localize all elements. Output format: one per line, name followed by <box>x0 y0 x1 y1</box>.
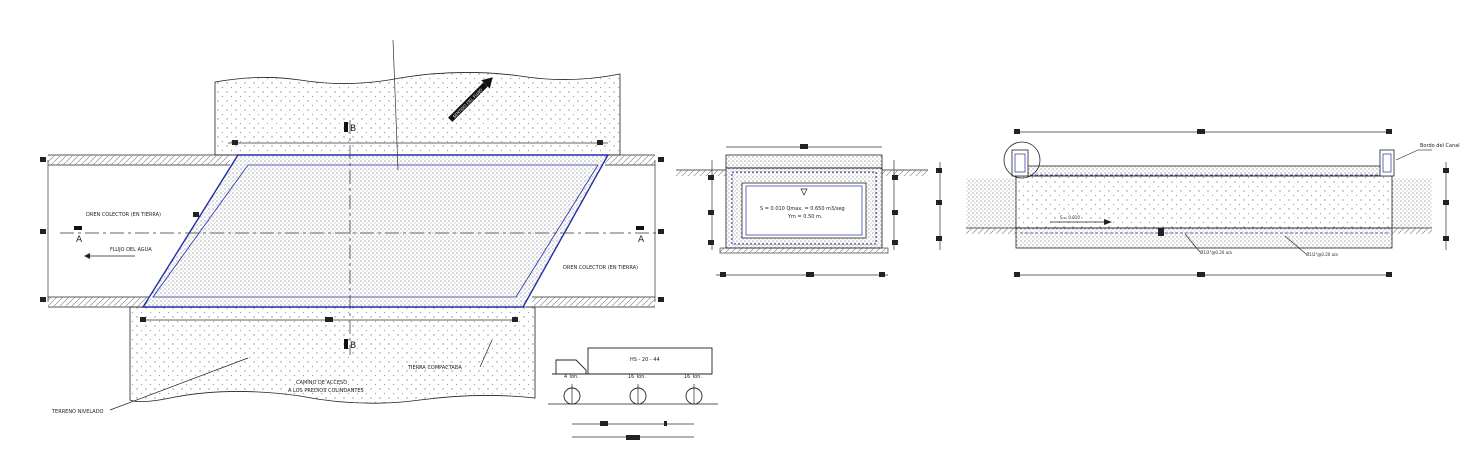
deck-slab <box>1015 165 1393 177</box>
canal-left <box>48 154 238 308</box>
curb-right <box>1379 149 1395 177</box>
road-bottom-fill <box>129 306 536 404</box>
dren-left-label: DREN COLECTOR (EN TIERRA) <box>86 212 161 218</box>
flow-arrow <box>84 253 135 259</box>
slope-label: S = 0.010 <box>1060 215 1080 220</box>
tierra-label: TIERRA COMPACTADA <box>407 365 463 371</box>
dim-ticks-plan <box>40 140 664 322</box>
terreno-label: TERRENO NIVELADO <box>51 409 104 415</box>
section-mark-b-top: B <box>350 124 356 134</box>
bottom-slab <box>1015 227 1393 249</box>
camino-label-1: CAMINO DE ACCESO <box>296 380 347 386</box>
flow-label: FLUJO DEL AGUA <box>110 247 152 253</box>
box-body <box>1015 175 1393 229</box>
formula-line-2: Ym = 0.50 m. <box>787 214 823 220</box>
truck-load-diagram: HS - 20 - 44 4 Ton. 16 Ton. 16 Ton. <box>548 347 718 440</box>
culvert-inner <box>152 164 599 298</box>
slab-top <box>725 154 883 169</box>
plan-view: B B A A SENTIDO DEL FLUJO DREN COLECTOR … <box>40 39 664 415</box>
section-mark-a-left: A <box>76 235 83 245</box>
axle-1-label: 4 Ton. <box>564 374 579 380</box>
culvert-slab <box>141 154 610 308</box>
truck-cab <box>555 359 587 374</box>
camino-label-2: A LOS PREDIOS COLINDANTES <box>288 388 364 394</box>
rebar-label-1: Ø1/2"@0.20 a/a <box>1200 250 1232 255</box>
canal-right <box>527 154 655 308</box>
section-b-view: S = 0.010 Bordo del Canal Ø1/2"@0.20 a/a… <box>936 129 1460 277</box>
section-mark-b-bottom: B <box>350 341 356 351</box>
axle-2-label: 16 Ton. <box>628 374 646 380</box>
detail-circle <box>1003 141 1041 179</box>
road-top-fill <box>214 72 621 156</box>
section-mark-a-right: A <box>638 235 645 245</box>
box-opening <box>741 182 867 239</box>
formula-line-1: S = 0.010 Qmax. = 0.650 m3/seg <box>760 206 845 212</box>
dren-right-label: DREN COLECTOR (EN TIERRA) <box>563 265 638 271</box>
base-plate <box>719 247 889 254</box>
section-a-view: S = 0.010 Qmax. = 0.650 m3/seg Ym = 0.50… <box>676 144 928 277</box>
truck-title: HS - 20 - 44 <box>630 357 660 363</box>
box-rebar-outer <box>731 171 877 245</box>
rebar-label-2: Ø1/2"@0.20 a/a <box>1306 252 1338 257</box>
bordo-label: Bordo del Canal <box>1420 143 1460 149</box>
fill-left <box>966 178 1016 228</box>
leader-top <box>392 39 399 171</box>
curb-left <box>1011 149 1029 177</box>
axle-3-label: 16 Ton. <box>684 374 702 380</box>
fill-right <box>1392 178 1432 228</box>
